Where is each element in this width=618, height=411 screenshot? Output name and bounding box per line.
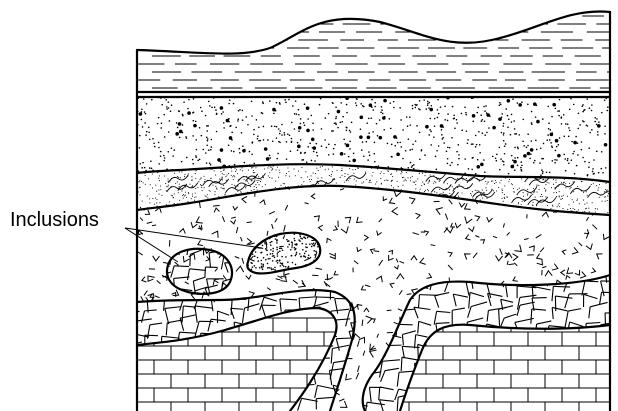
inclusions-leader-lines xyxy=(125,228,262,262)
sandstone-layer xyxy=(136,96,612,185)
inclusions-label: Inclusions xyxy=(10,209,99,231)
shale-layer xyxy=(137,16,618,88)
igneous-intrusion xyxy=(131,182,615,411)
limestone-layer xyxy=(137,318,612,411)
inclusion-metamorphic-block xyxy=(157,237,251,308)
